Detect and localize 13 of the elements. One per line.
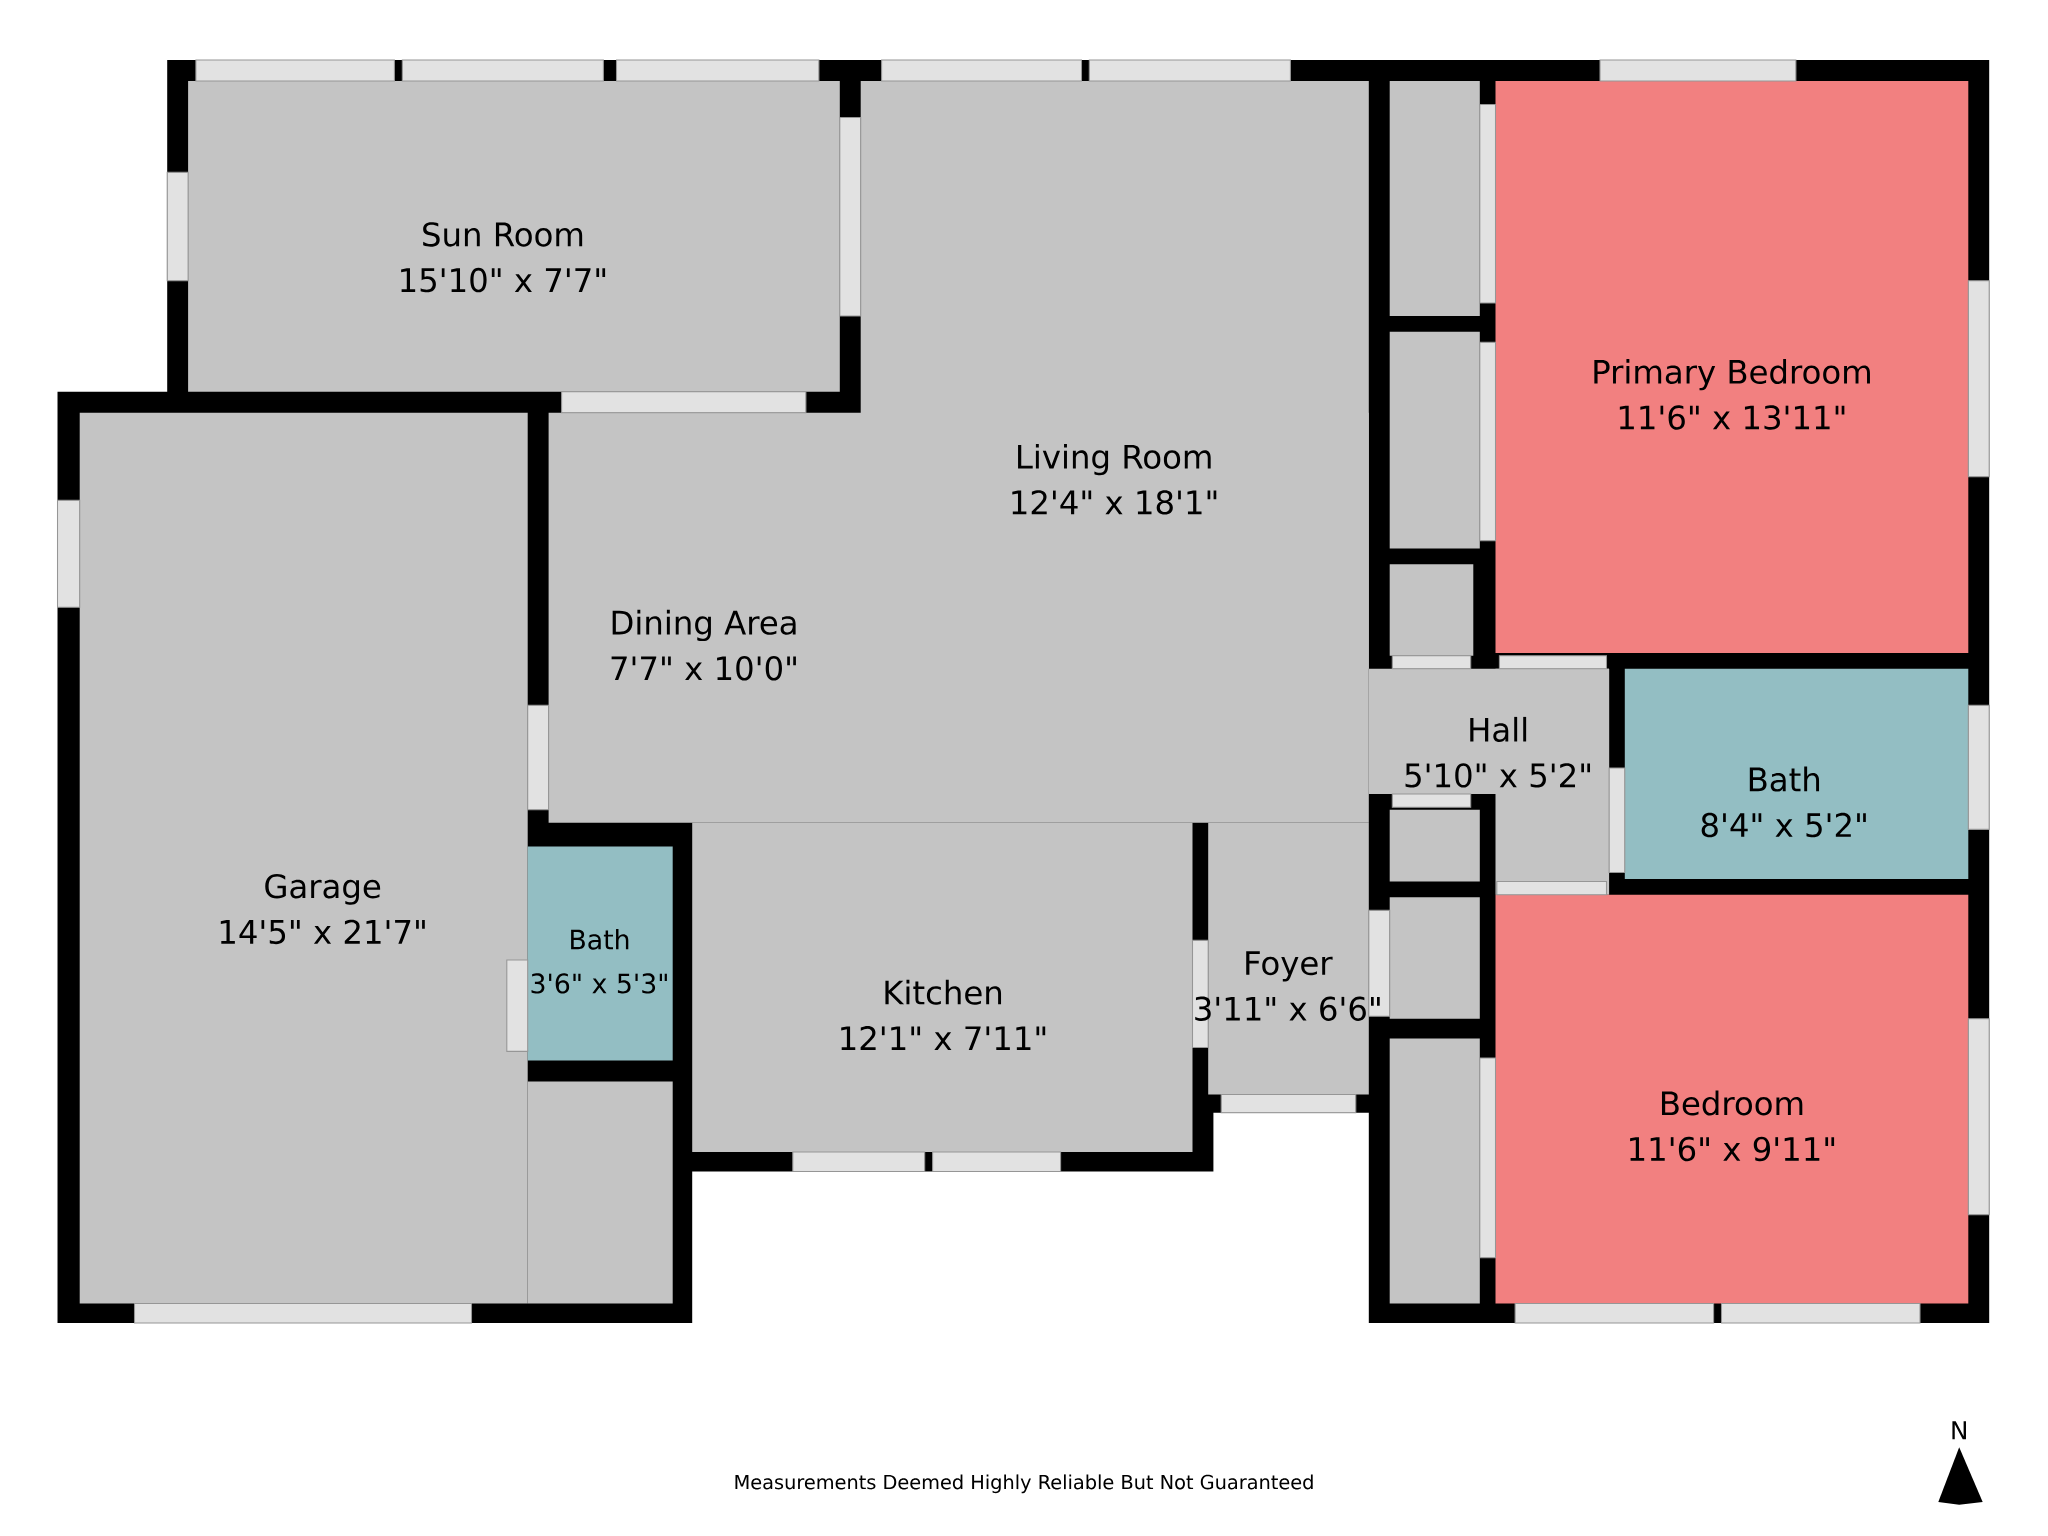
footer-note: Measurements Deemed Highly Reliable But Not Guaranteed xyxy=(735,1474,1313,1494)
north-label: N xyxy=(1952,1421,1966,1440)
room-label: Foyer 3'11" x 6'6" xyxy=(1195,951,1380,1021)
room-label: Hall 5'10" x 5'2" xyxy=(1405,716,1590,788)
room-label: Kitchen 12'1" x 7'11" xyxy=(841,979,1046,1050)
room-label: Bedroom 11'6" x 9'11" xyxy=(1630,1090,1835,1162)
room-label: Living Room 12'4" x 18'1" xyxy=(1012,443,1217,515)
room-label: Sun Room 15'10" x 7'7" xyxy=(401,222,606,293)
room-label: Dining Area 7'7" x 10'0" xyxy=(611,609,796,681)
room-label: Bath 3'6" x 5'3" xyxy=(531,929,667,994)
room-label: Bath 8'4" x 5'2" xyxy=(1701,766,1866,838)
room-label: Primary Bedroom 11'6" x 13'11" xyxy=(1594,359,1870,430)
room-label: Garage 14'5" x 21'7" xyxy=(220,874,425,945)
